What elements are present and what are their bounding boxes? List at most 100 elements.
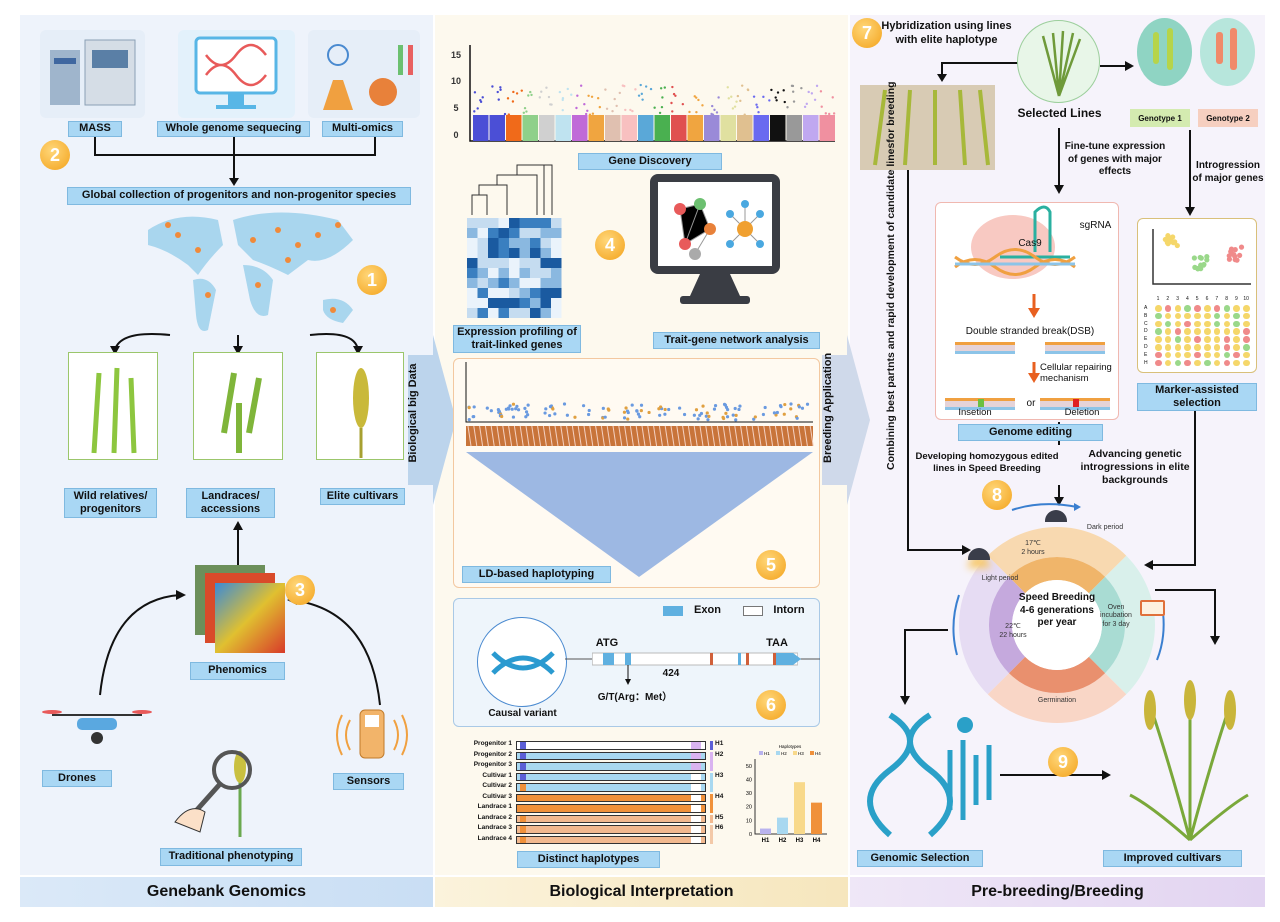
plate-well [1233,305,1240,312]
ld-stripe [687,425,692,447]
chart-xtick: H3 [796,838,804,844]
chromosome-block [605,115,621,141]
snp-point [530,93,533,97]
heatmap-cell [530,238,541,248]
heatmap-cell [467,258,478,268]
snp-point [491,85,494,88]
snp-point [570,93,573,96]
heatmap-cell [540,268,551,278]
ld-haplotyping-label: LD-based haplotyping [462,566,611,583]
light-temp-label: 22℃ [1005,623,1021,630]
plate-column-label: 10 [1243,296,1249,302]
ld-snp-point [694,408,699,412]
ld-stripe [682,425,687,447]
ld-stripe [792,425,797,447]
ld-snp-point [789,402,793,406]
ld-stripe [571,425,576,447]
network-monitor-icon [650,174,780,304]
traditional-phenotyping-icon [174,750,252,837]
multi-omics-lab-icon [308,30,420,118]
haplotype-row-label: Landrace 2 [477,813,512,821]
world-map-icon [148,212,353,331]
ld-snp-point [752,417,756,421]
haplotype-row-bar [516,793,706,802]
ld-snp-point [699,411,704,416]
ld-snp-point [772,411,777,415]
speed-breeding-wheel [952,503,1165,724]
snp-point [621,84,625,87]
plate-column-label: 1 [1156,296,1160,302]
chart-legend-label: H3 [798,751,804,756]
ld-stripe [560,425,565,447]
chart-xtick: H4 [813,838,821,844]
heatmap-cell [509,238,520,248]
chromosome-block [506,115,522,141]
heatmap-cell [467,298,478,308]
heatmap-cell [540,308,551,318]
chromosome-block [720,115,736,141]
haplotype-row-bar [516,751,706,760]
ld-stripe [803,425,808,447]
exon-legend-label: Exon [694,604,721,616]
developing-homozygous-label: Developing homozygous edited lines in Sp… [915,451,1059,474]
drones-label: Drones [42,770,112,787]
snp-point [561,96,565,100]
dna-helix-icon [477,617,567,707]
chart-bar [777,817,788,834]
heatmap-cell [477,248,488,258]
genome-sequencing-monitor-icon [178,30,295,118]
ld-stripe [566,425,571,447]
ld-stripe [606,425,611,447]
chromosome-block [770,115,786,141]
plate-well [1184,312,1191,320]
ld-stripe [496,425,501,447]
phenomics-label: Phenomics [190,662,285,680]
snp-point [813,98,817,101]
snp-point [547,95,551,99]
plate-well [1233,359,1240,367]
heatmap-cell [551,228,562,238]
snp-point [507,113,511,116]
ld-heatmap [465,362,814,577]
snp-point [791,90,795,93]
step-badge-4: 4 [595,230,625,260]
snp-point [605,107,609,110]
ld-stripe [484,425,489,447]
snp-point [819,90,823,93]
chart-xtick: H2 [779,838,787,844]
haplotype-row-label: Cultivar 1 [482,771,512,779]
ld-snp-point [753,415,757,419]
ld-stripe [693,425,698,447]
haplotype-group-label: H5 [715,813,724,821]
plate-well [1243,359,1250,367]
ld-snp-point [639,403,644,407]
ld-stripe [508,425,513,447]
heatmap-cell [519,228,530,238]
ld-stripe [513,425,518,447]
ld-stripe [490,425,495,447]
oven-icon [1140,600,1165,616]
ld-snp-point [601,406,605,410]
chart-title: Haplotypes [779,744,802,749]
haplotype-row-bar [516,804,706,813]
plate-well [1233,351,1240,359]
snp-point [658,111,662,115]
start-codon-label: ATG [595,637,619,649]
haplotype-row-label: Landrace 4 [477,834,512,842]
plate-well [1184,344,1191,351]
heatmap-cell [498,238,509,248]
ld-snp-point [562,402,567,406]
manhattan-ytick: 0 [453,130,459,140]
snp-point [783,100,786,104]
ld-snp-point [630,403,634,407]
cluster-point [1164,240,1170,246]
snp-point [782,89,785,92]
ld-snp-point [779,405,783,409]
snp-point [756,105,759,109]
advancing-introgressions-label: Advancing genetic introgressions in elit… [1080,448,1190,487]
snp-point [810,92,814,95]
light-period-label: Light period [981,575,1019,582]
ld-snp-point [663,412,667,416]
